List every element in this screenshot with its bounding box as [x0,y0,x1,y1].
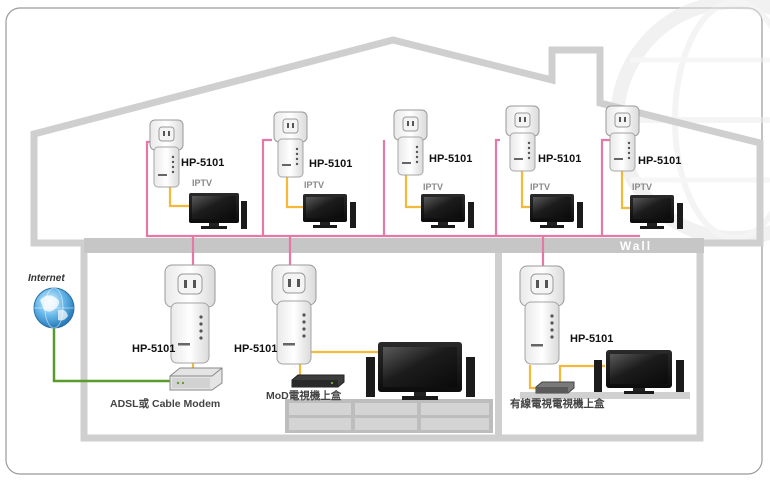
iptv-label: IPTV [423,182,443,192]
powerline-adapter [505,105,540,172]
adapter-model-label: HP-5101 [309,158,352,170]
adapter-model-label: HP-5101 [429,153,472,165]
upstairs-room-4: HP-5101 IPTV [505,105,583,228]
modem-adapter-model-label: HP-5101 [132,343,175,355]
mod-set-top-box [291,374,345,388]
upstairs-room-1: HP-5101 IPTV [149,119,247,229]
upstairs-room-2: HP-5101 IPTV [273,111,356,228]
modem-device-label: ADSL或 Cable Modem [110,397,220,410]
tv [303,194,356,228]
left-speaker [366,357,375,397]
iptv-label: IPTV [530,182,550,192]
tv [630,195,683,229]
upstairs-room-3: HP-5101 IPTV [393,109,474,228]
wall-band [84,238,704,253]
right-speaker [466,357,475,397]
tv [530,194,583,228]
iptv-label: IPTV [304,180,324,190]
cable-device-label: 有線電視電視機上盒 [510,397,605,410]
house [30,36,764,442]
room-divider [495,253,502,438]
mod-adapter-model-label: HP-5101 [234,343,277,355]
upstairs-room-5: HP-5101 IPTV [605,105,683,229]
tv [189,193,247,229]
iptv-label: IPTV [632,182,652,192]
tv-cabinet [285,399,493,433]
powerline-adapter [273,111,308,178]
powerline-adapter [149,119,184,188]
tv [421,194,474,228]
cable-tv [606,350,672,394]
mod-adapter [271,264,317,365]
cable-adapter-model-label: HP-5101 [570,333,613,345]
tv-table [520,392,690,399]
iptv-label: IPTV [192,178,212,188]
cable-left-speaker [594,360,602,392]
mod-device-label: MoD電視機上盒 [266,389,342,402]
cable-modem [169,367,223,391]
wall-label: Wall [620,239,652,253]
cable-right-speaker [676,360,684,392]
powerline-adapter [393,109,428,176]
modem-adapter [164,264,216,364]
internet-label: Internet [28,273,65,284]
adapter-model-label: HP-5101 [181,157,224,169]
cable-set-top-box [535,381,575,394]
adapter-model-label: HP-5101 [538,153,581,165]
cable-adapter [519,265,565,365]
internet-globe-icon [33,287,75,329]
adapter-model-label: HP-5101 [638,155,681,167]
powerline-adapter [605,105,640,172]
internet-link [52,328,172,383]
large-tv [378,342,462,400]
